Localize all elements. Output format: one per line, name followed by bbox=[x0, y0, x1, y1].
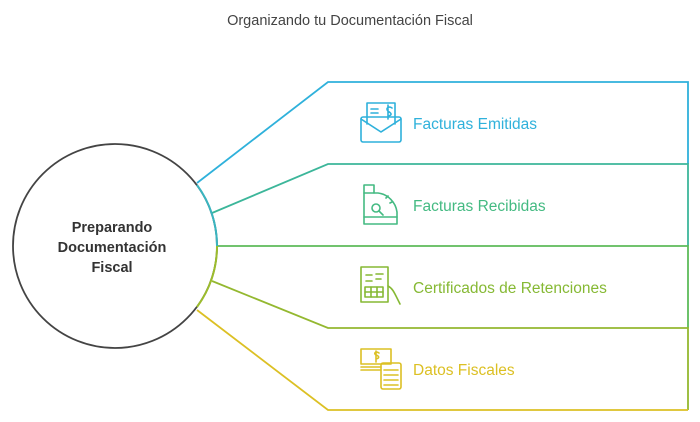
certificate-hand-icon bbox=[360, 266, 401, 305]
item-4-frame bbox=[196, 280, 689, 411]
item-label-certificados-retenciones: Certificados de Retenciones bbox=[413, 280, 607, 297]
item-label-facturas-emitidas: Facturas Emitidas bbox=[413, 116, 537, 133]
item-2-frame bbox=[211, 163, 689, 246]
money-calculator-icon bbox=[360, 348, 402, 390]
diagram-title: Organizando tu Documentación Fiscal bbox=[227, 13, 473, 29]
cash-register-icon bbox=[363, 184, 398, 225]
center-line-1: Preparando bbox=[72, 220, 153, 236]
item-3-frame bbox=[216, 245, 689, 328]
center-node: Preparando Documentación Fiscal bbox=[12, 143, 219, 349]
center-line-2: Documentación bbox=[58, 240, 167, 256]
invoice-envelope-icon bbox=[360, 102, 402, 143]
center-line-3: Fiscal bbox=[91, 260, 132, 276]
item-1-frame bbox=[196, 81, 689, 184]
item-label-datos-fiscales: Datos Fiscales bbox=[413, 362, 515, 379]
item-label-facturas-recibidas: Facturas Recibidas bbox=[413, 198, 546, 215]
